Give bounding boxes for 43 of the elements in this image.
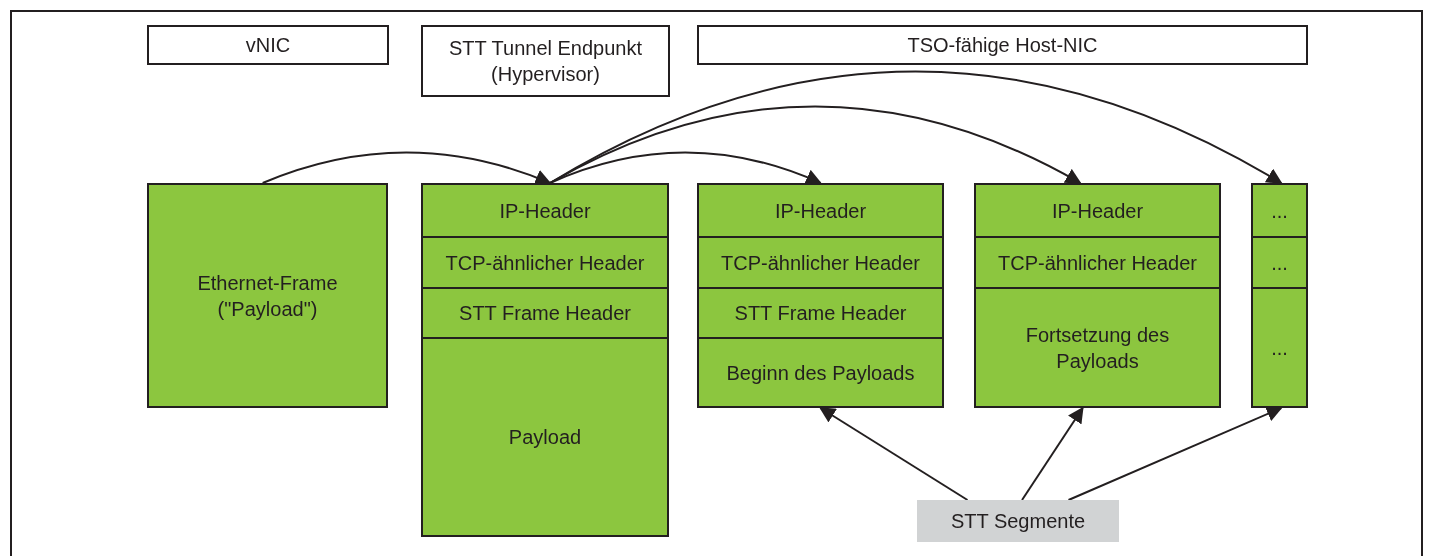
frame-field-box xyxy=(697,183,944,238)
arrow xyxy=(261,151,552,186)
box-text: Ethernet-Frame ("Payload") xyxy=(196,270,339,322)
frame-field-box xyxy=(1251,183,1308,238)
box-text: vNIC xyxy=(244,33,292,58)
box-text: IP-Header xyxy=(1050,198,1145,224)
label-box xyxy=(421,25,670,97)
arrow xyxy=(1021,406,1084,501)
arrow xyxy=(548,70,1283,184)
frame-field-box xyxy=(697,337,944,408)
frame-field-box xyxy=(421,337,669,537)
box-text: Payload xyxy=(507,425,583,450)
box-text: IP-Header xyxy=(773,198,868,224)
box-text: STT Frame Header xyxy=(458,301,632,326)
box-text: STT Segmente xyxy=(949,509,1087,534)
frame-field-box xyxy=(974,236,1221,289)
box-text: TCP-ähnlicher Header xyxy=(997,250,1198,276)
box-text: Fortsetzung des Payloads xyxy=(1024,322,1171,374)
frame-field-box xyxy=(697,236,944,289)
frame-field-box xyxy=(1251,287,1308,408)
box-text: TCP-ähnlicher Header xyxy=(444,250,646,276)
box-text: TSO-fähige Host-NIC xyxy=(906,33,1099,58)
frame-field-box xyxy=(1251,236,1308,289)
box-text: IP-Header xyxy=(498,198,592,224)
box-text: TCP-ähnlicher Header xyxy=(720,250,921,276)
box-text: STT Tunnel Endpunkt (Hypervisor) xyxy=(447,36,644,87)
box-text: Beginn des Payloads xyxy=(725,360,916,386)
label-box xyxy=(147,25,389,65)
frame-field-box xyxy=(974,183,1221,238)
box-text: ... xyxy=(1270,335,1289,361)
segment-label-box xyxy=(917,500,1119,542)
frame-field-box xyxy=(697,287,944,339)
frame-field-box xyxy=(421,183,669,238)
box-text: ... xyxy=(1270,198,1289,224)
frame-field-box xyxy=(147,183,388,408)
label-box xyxy=(697,25,1308,65)
arrow xyxy=(1067,406,1283,501)
frame-field-box xyxy=(421,236,669,289)
box-text: ... xyxy=(1270,250,1289,276)
arrow xyxy=(819,407,969,501)
frame-field-box xyxy=(421,287,669,339)
box-text: STT Frame Header xyxy=(733,301,908,326)
frame-field-box xyxy=(974,287,1221,408)
